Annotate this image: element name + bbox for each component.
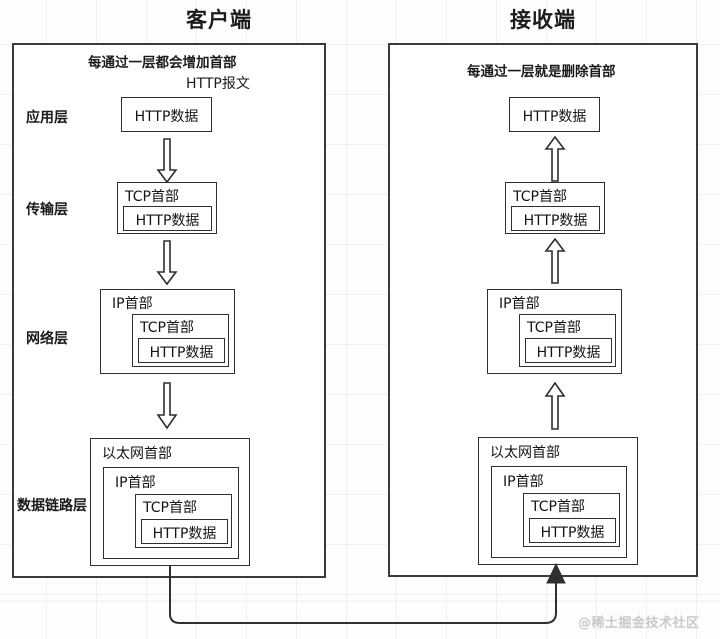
client-datalink-http-data-box: HTTP数据 <box>141 519 228 544</box>
box-label-tcp-header: TCP首部 <box>143 500 197 516</box>
client-datalink-ip-box: IP首部 TCP首部 HTTP数据 <box>103 467 239 559</box>
box-label-http-data: HTTP数据 <box>152 526 217 542</box>
receiver-datalink-tcp-box: TCP首部 HTTP数据 <box>523 493 620 547</box>
client-datalink-box: 以太网首部 IP首部 TCP首部 HTTP数据 <box>90 438 250 566</box>
box-label-ethernet-header: 以太网首部 <box>490 445 560 461</box>
box-label-http-data: HTTP数据 <box>536 345 601 361</box>
box-label-tcp-header: TCP首部 <box>513 189 567 205</box>
receiver-transport-box: TCP首部 HTTP数据 <box>505 182 605 234</box>
client-network-box: IP首部 TCP首部 HTTP数据 <box>100 289 235 374</box>
box-label-http-data: HTTP数据 <box>134 109 199 125</box>
box-label-http-data: HTTP数据 <box>135 213 200 229</box>
box-label-http-data: HTTP数据 <box>523 213 588 229</box>
client-network-http-data-box: HTTP数据 <box>138 338 225 363</box>
arrow-down-client-3 <box>156 382 178 430</box>
receiver-network-tcp-box: TCP首部 HTTP数据 <box>519 314 616 367</box>
client-transport-box: TCP首部 HTTP数据 <box>117 182 217 234</box>
arrow-up-receiver-3 <box>544 382 566 430</box>
client-datalink-tcp-box: TCP首部 HTTP数据 <box>135 494 232 548</box>
client-transport-http-data-box: HTTP数据 <box>123 206 212 231</box>
arrow-up-receiver-1 <box>544 136 566 182</box>
receiver-datalink-box: 以太网首部 IP首部 TCP首部 HTTP数据 <box>478 437 638 565</box>
layer-label-application-left: 应用层 <box>26 110 68 126</box>
box-label-tcp-header: TCP首部 <box>527 320 581 336</box>
panel-title-client: 客户端 <box>186 8 252 32</box>
box-label-http-data: HTTP数据 <box>149 345 214 361</box>
layer-label-transport-left: 传输层 <box>26 202 68 218</box>
box-label-http-data: HTTP数据 <box>522 109 587 125</box>
layer-label-network-left: 网络层 <box>26 331 68 347</box>
receiver-transport-http-data-box: HTTP数据 <box>511 206 600 231</box>
receiver-caption: 每通过一层就是删除首部 <box>467 64 616 80</box>
box-label-ip-header: IP首部 <box>112 296 153 312</box>
watermark: @稀土掘金技术社区 <box>578 616 700 631</box>
receiver-datalink-ip-box: IP首部 TCP首部 HTTP数据 <box>491 466 627 558</box>
receiver-network-http-data-box: HTTP数据 <box>525 338 612 363</box>
box-label-ip-header: IP首部 <box>115 475 156 491</box>
layer-label-datalink-left: 数据链路层 <box>17 498 87 514</box>
arrow-down-client-2 <box>156 240 178 286</box>
box-label-tcp-header: TCP首部 <box>125 189 179 205</box>
box-label-ip-header: IP首部 <box>499 296 540 312</box>
box-label-tcp-header: TCP首部 <box>140 320 194 336</box>
box-label-tcp-header: TCP首部 <box>531 499 585 515</box>
arrow-down-client-1 <box>156 138 178 184</box>
receiver-datalink-http-data-box: HTTP数据 <box>529 518 616 543</box>
receiver-network-box: IP首部 TCP首部 HTTP数据 <box>487 289 622 374</box>
box-label-ethernet-header: 以太网首部 <box>102 446 172 462</box>
client-network-tcp-box: TCP首部 HTTP数据 <box>132 314 229 367</box>
http-message-label: HTTP报文 <box>186 76 250 92</box>
client-caption: 每通过一层都会增加首部 <box>88 55 237 71</box>
panel-title-receiver: 接收端 <box>510 8 576 32</box>
grid-texture <box>0 600 720 602</box>
box-label-ip-header: IP首部 <box>503 474 544 490</box>
box-label-http-data: HTTP数据 <box>540 525 605 541</box>
receiver-application-http-data-box: HTTP数据 <box>509 97 600 132</box>
arrow-up-receiver-2 <box>544 238 566 284</box>
client-application-http-data-box: HTTP数据 <box>121 97 212 132</box>
